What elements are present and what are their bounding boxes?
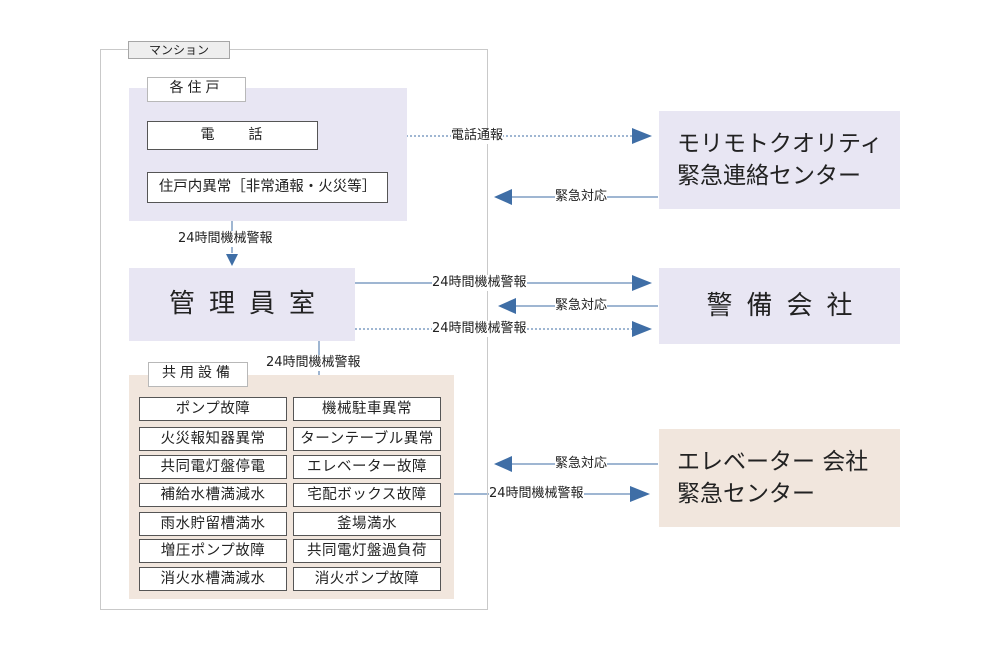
elevator-company: エレベーター 会社 緊急センター — [659, 429, 900, 527]
equipment-item: ターンテーブル異常 — [293, 427, 441, 451]
equipment-item: 共同電灯盤停電 — [139, 455, 287, 479]
emergency-response-3-label: 緊急対応 — [555, 456, 608, 472]
equipment-item: 補給水槽満減水 — [139, 483, 287, 507]
emergency-response-1-arrowhead — [494, 189, 512, 205]
equipment-item: ポンプ故障 — [139, 397, 287, 421]
units-alarm-label: 24時間機械警報 — [178, 231, 273, 247]
emergency-response-1-label: 緊急対応 — [555, 189, 608, 205]
equipment-item: 共同電灯盤過負荷 — [293, 539, 441, 563]
security-company: 警備会社 — [659, 268, 900, 344]
elevator-line1: エレベーター 会社 — [677, 449, 869, 475]
security-alarm-2-label: 24時間機械警報 — [432, 321, 527, 337]
elevator-alarm-arrowhead — [630, 486, 650, 502]
phone-report-arrowhead — [632, 128, 652, 144]
morimoto-center: モリモトクオリティ 緊急連絡センター — [659, 111, 900, 209]
common-label: 共用設備 — [148, 362, 248, 387]
security-alarm-2-arrowhead — [632, 321, 652, 337]
equipment-item: 宅配ボックス故障 — [293, 483, 441, 507]
units-label: 各住戸 — [147, 77, 246, 102]
equipment-item: 雨水貯留槽満水 — [139, 512, 287, 536]
equipment-item: 消火水槽満減水 — [139, 567, 287, 591]
equipment-item: 増圧ポンプ故障 — [139, 539, 287, 563]
security-alarm-1-arrowhead — [632, 275, 652, 291]
equipment-item: 火災報知器異常 — [139, 427, 287, 451]
phone-box: 電 話 — [147, 121, 318, 150]
morimoto-line1: モリモトクオリティ — [677, 131, 883, 157]
morimoto-line2: 緊急連絡センター — [677, 163, 861, 189]
equipment-item: エレベーター故障 — [293, 455, 441, 479]
emergency-response-3-arrowhead — [494, 456, 512, 472]
elevator-alarm-label: 24時間機械警報 — [489, 486, 584, 502]
phone-report-label: 電話通報 — [451, 128, 504, 144]
equipment-item: 釜場満水 — [293, 512, 441, 536]
units-alarm-arrowhead — [226, 254, 238, 266]
abnormal-box: 住戸内異常［非常通報・火災等］ — [147, 172, 388, 203]
emergency-response-2-arrowhead — [498, 298, 516, 314]
equipment-item: 機械駐車異常 — [293, 397, 441, 421]
elevator-line2: 緊急センター — [677, 481, 815, 507]
emergency-response-2-label: 緊急対応 — [555, 298, 608, 314]
mansion-label: マンション — [128, 41, 230, 59]
equipment-item: 消火ポンプ故障 — [293, 567, 441, 591]
security-alarm-1-label: 24時間機械警報 — [432, 275, 527, 291]
management-office: 管理員室 — [129, 268, 355, 341]
common-alarm-label: 24時間機械警報 — [266, 355, 361, 371]
